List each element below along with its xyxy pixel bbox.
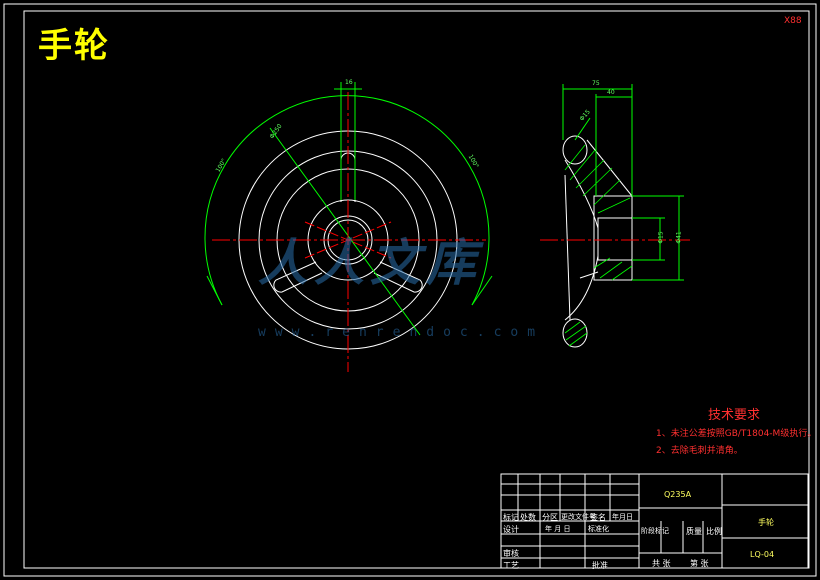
tb-label-process: 工艺 — [503, 561, 519, 570]
tb-label-count: 处数 — [520, 513, 536, 522]
inner-frame — [23, 10, 810, 569]
diameter-leader — [269, 127, 421, 336]
title-block-lines — [500, 473, 809, 569]
spoke-profile-top2 — [586, 139, 633, 197]
dim-hub-outer-label: Φ41 — [675, 231, 683, 244]
dim-rim-leader — [574, 117, 591, 141]
rim-section-bottom — [562, 318, 588, 348]
spoke-profile-mid — [564, 174, 571, 321]
tb-label-standardization: 标准化 — [588, 525, 609, 533]
spoke-right — [373, 261, 423, 293]
watermark-text: 人人文库 — [258, 234, 482, 292]
tb-label-scale: 比例 — [706, 527, 722, 536]
tb-label-date: 年月日 — [612, 513, 633, 521]
drawing-title: 手轮 — [38, 26, 110, 66]
outer-frame — [3, 3, 817, 577]
outer-dimension-arc — [204, 95, 490, 306]
spoke-profile-bottom2 — [579, 271, 599, 279]
tech-requirements-heading: 技术要求 — [708, 408, 761, 423]
tb-label-signature: 签名 — [590, 513, 606, 522]
tech-requirement-2: 2、去除毛刺并清角。 — [656, 446, 743, 456]
tb-label-sheet: 第 张 — [690, 559, 709, 568]
front-center-d2 — [304, 221, 392, 259]
tb-label-review: 审核 — [503, 549, 519, 558]
tb-label-total: 共 张 — [652, 559, 671, 568]
tb-label-zone: 分区 — [542, 513, 558, 522]
dim-side-total-label: 75 — [592, 80, 600, 87]
corner-mark: X88 — [784, 16, 802, 26]
side-view — [540, 84, 690, 348]
tb-label-design: 设计 — [503, 525, 519, 534]
spoke-left — [273, 261, 323, 293]
tb-label-ymd: 年 月 日 — [545, 525, 571, 533]
tech-requirement-1: 1、未注公差按照GB/T1804-M级执行。 — [656, 429, 817, 439]
front-view — [204, 82, 493, 372]
tb-drawing-number: LQ-04 — [750, 550, 775, 559]
tb-label-mark: 标记 — [503, 513, 519, 522]
arc-end-right — [471, 275, 493, 306]
tb-label-weight: 质量 — [686, 527, 702, 536]
hub-bore — [597, 217, 633, 261]
arc-end-left — [206, 275, 223, 306]
dim-hub-inner-label: Φ15 — [657, 231, 665, 244]
dim-side-hub-label: 40 — [607, 89, 615, 96]
tb-material: Q235A — [664, 490, 692, 499]
spoke-profile-top — [564, 159, 599, 229]
tb-label-change-doc: 更改文件号 — [561, 513, 596, 521]
rim-section-top — [562, 135, 588, 165]
tb-part-name: 手轮 — [758, 518, 774, 527]
tb-label-approve: 批准 — [592, 561, 608, 570]
watermark-url: www.renrendoc.com — [258, 325, 545, 340]
tb-label-stage-mark: 阶段标记 — [641, 527, 669, 535]
hatch-lines — [564, 144, 633, 347]
dim-spoke-width-label: 16 — [345, 79, 353, 86]
